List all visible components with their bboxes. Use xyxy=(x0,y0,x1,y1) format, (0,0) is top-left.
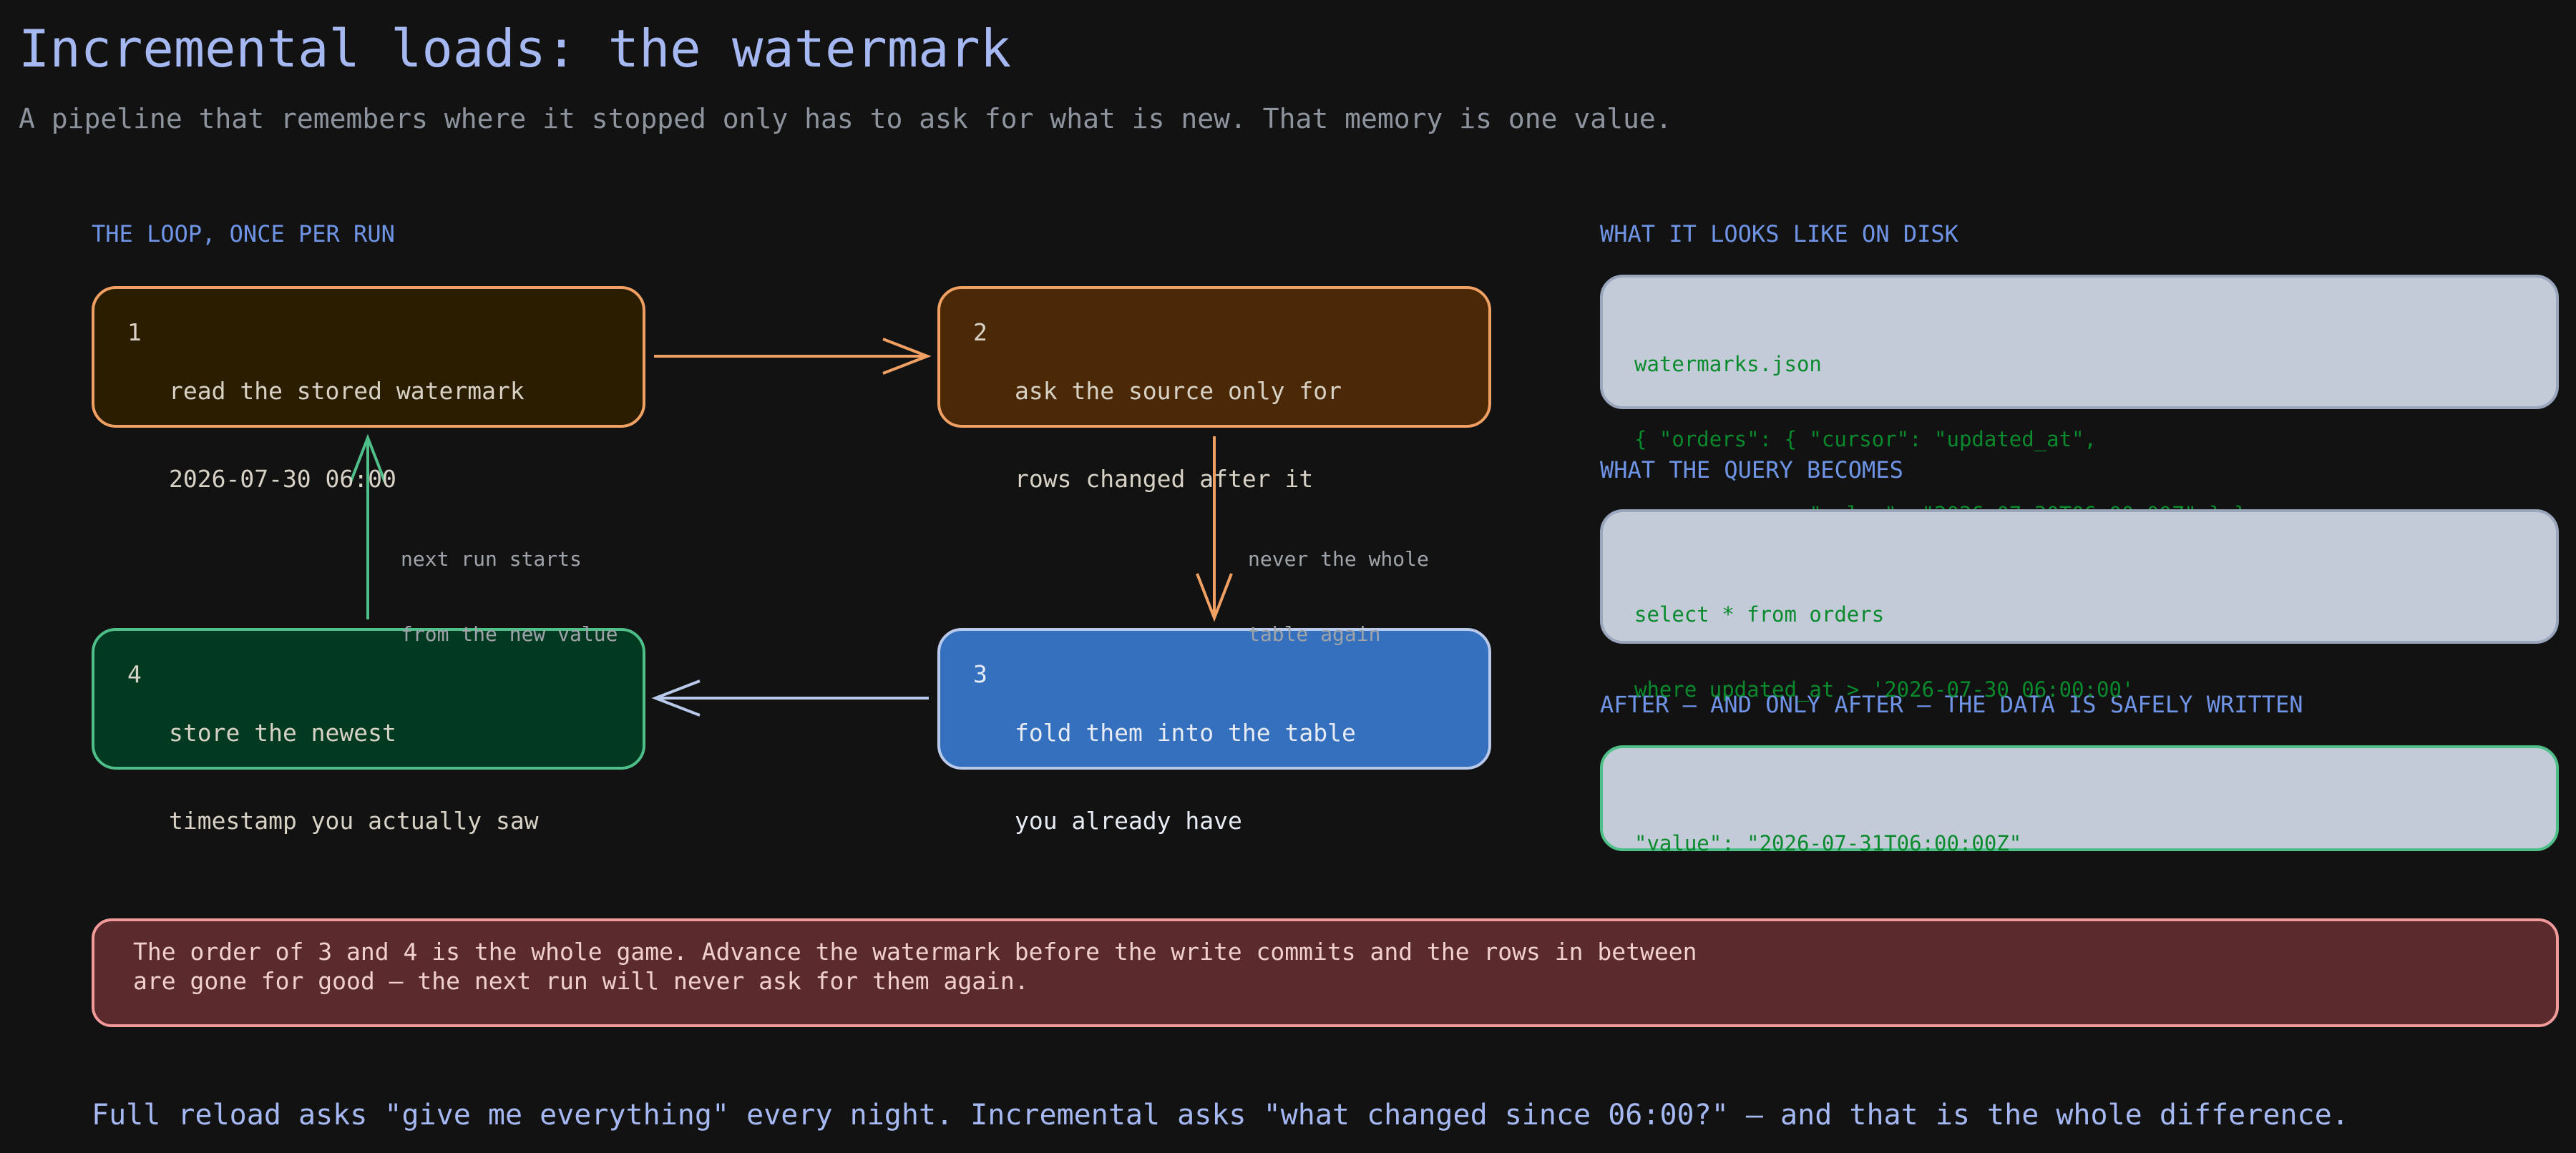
step-1-line-2: 2026-07-30 06:00 xyxy=(169,465,396,493)
page-subtitle: A pipeline that remembers where it stopp… xyxy=(19,103,1672,134)
warning-line-2: are gone for good — the next run will ne… xyxy=(133,967,1029,995)
warning-line-1: The order of 3 and 4 is the whole game. … xyxy=(133,938,1697,966)
step-1-read-watermark: 1 read the stored watermark 2026-07-30 0… xyxy=(92,286,645,493)
step-3-line-1: fold them into the table xyxy=(1015,719,1356,747)
step-1-line-1: read the stored watermark xyxy=(169,377,525,405)
step-3-number: 3 xyxy=(973,660,987,688)
step-2-line-2: rows changed after it xyxy=(1015,465,1314,493)
edge-label-step4-to-step1: next run starts from the new value xyxy=(401,496,618,672)
query-section-label: WHAT THE QUERY BECOMES xyxy=(1600,456,1903,484)
page-title: Incremental loads: the watermark xyxy=(19,19,1012,79)
step-4-store-newest: 4 store the newest timestamp you actuall… xyxy=(92,628,645,835)
step-4-line-1: store the newest xyxy=(169,719,396,747)
step-3-fold-into-table: 3 fold them into the table you already h… xyxy=(937,628,1491,835)
arrow-step4-to-step1 xyxy=(349,433,386,619)
after-code-line-1: "value": "2026-07-31T06:00:00Z" xyxy=(1634,831,2022,855)
disk-code-box: watermarks.json { "orders": { "cursor": … xyxy=(1600,275,2559,526)
arrow-step1-to-step2 xyxy=(654,338,932,375)
step-2-line-1: ask the source only for xyxy=(1015,377,1342,405)
disk-section-label: WHAT IT LOOKS LIKE ON DISK xyxy=(1600,220,1958,247)
step-4-number: 4 xyxy=(127,660,142,688)
step-2-number: 2 xyxy=(973,318,987,346)
edge-label-step2-to-step3: never the whole table again xyxy=(1248,496,1429,672)
footer-summary: Full reload asks "give me everything" ev… xyxy=(92,1099,2349,1132)
step-1-number: 1 xyxy=(127,318,142,346)
step-2-ask-source: 2 ask the source only for rows changed a… xyxy=(937,286,1491,493)
loop-section-label: THE LOOP, ONCE PER RUN xyxy=(92,220,395,247)
warning-callout: The order of 3 and 4 is the whole game. … xyxy=(92,918,2559,1027)
step-3-line-2: you already have xyxy=(1015,807,1242,835)
arrow-step3-to-step4 xyxy=(651,679,929,717)
arrow-step2-to-step3 xyxy=(1196,436,1233,622)
after-code-box: "value": "2026-07-31T06:00:00Z" xyxy=(1600,745,2559,855)
edge-label-step2-to-step3-line-2: table again xyxy=(1248,622,1381,646)
query-code-line-2: where updated_at > '2026-07-30 06:00:00' xyxy=(1634,677,2135,702)
step-4-line-2: timestamp you actually saw xyxy=(169,807,539,835)
query-code-box: select * from orders where updated_at > … xyxy=(1600,509,2559,702)
disk-code-line-2: { "orders": { "cursor": "updated_at", xyxy=(1634,427,2097,451)
edge-label-step4-to-step1-line-2: from the new value xyxy=(401,622,618,646)
disk-code-line-1: watermarks.json xyxy=(1634,352,1822,376)
after-section-label: AFTER — AND ONLY AFTER — THE DATA IS SAF… xyxy=(1600,691,2303,718)
edge-label-step4-to-step1-line-1: next run starts xyxy=(401,547,582,571)
edge-label-step2-to-step3-line-1: never the whole xyxy=(1248,547,1429,571)
query-code-line-1: select * from orders xyxy=(1634,602,1885,627)
